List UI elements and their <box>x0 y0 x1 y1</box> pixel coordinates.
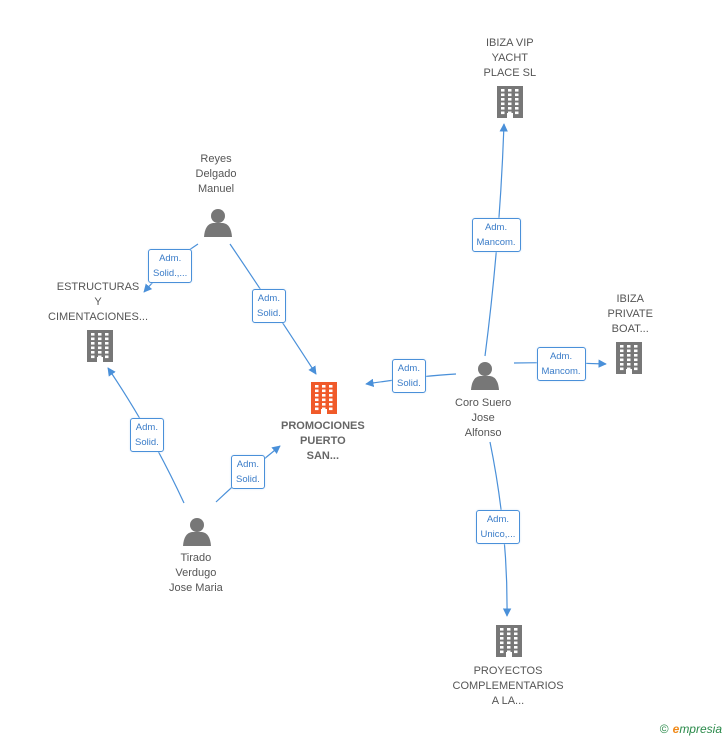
building-icon-estructuras[interactable] <box>87 330 113 362</box>
node-label-ibiza-vip[interactable]: IBIZA VIP YACHT PLACE SL <box>483 37 537 79</box>
edge-label-tirado-to-promociones[interactable]: Adm. Solid. <box>231 455 265 489</box>
edge-label-tirado-to-estructuras[interactable]: Adm. Solid. <box>130 418 164 452</box>
node-label-promociones[interactable]: PROMOCIONES PUERTO SAN... <box>281 420 365 462</box>
node-label-ibiza-private[interactable]: IBIZA PRIVATE BOAT... <box>607 293 653 335</box>
person-icon-coro[interactable] <box>471 362 499 390</box>
node-label-reyes[interactable]: Reyes Delgado Manuel <box>195 153 237 195</box>
edge-label-reyes-to-estructuras[interactable]: Adm. Solid.,... <box>148 249 193 283</box>
edge-label-reyes-to-promociones[interactable]: Adm. Solid. <box>252 289 286 323</box>
edge-label-coro-to-promociones[interactable]: Adm. Solid. <box>392 359 426 393</box>
node-label-proyectos[interactable]: PROYECTOS COMPLEMENTARIOS A LA... <box>452 665 564 707</box>
edge-label-coro-to-ibiza-vip[interactable]: Adm. Mancom. <box>471 218 521 252</box>
building-icon-proyectos[interactable] <box>496 625 522 657</box>
edge-label-coro-to-proyectos[interactable]: Adm. Unico,... <box>475 510 521 544</box>
building-icon-ibiza-vip[interactable] <box>497 86 523 118</box>
building-icon-promociones[interactable] <box>311 382 337 414</box>
icons-layer <box>87 86 642 657</box>
person-icon-tirado[interactable] <box>183 518 211 546</box>
person-icon-reyes[interactable] <box>204 209 232 237</box>
node-label-tirado[interactable]: Tirado Verdugo Jose Maria <box>169 552 223 594</box>
edges-layer <box>107 123 607 617</box>
brand-logo: ©empresia <box>659 722 722 736</box>
copyright-icon: © <box>659 722 669 736</box>
building-icon-ibiza-private[interactable] <box>616 342 642 374</box>
node-label-coro[interactable]: Coro Suero Jose Alfonso <box>455 397 512 439</box>
edge-label-coro-to-ibiza-private[interactable]: Adm. Mancom. <box>536 347 586 381</box>
node-label-estructuras[interactable]: ESTRUCTURAS Y CIMENTACIONES... <box>48 281 149 323</box>
